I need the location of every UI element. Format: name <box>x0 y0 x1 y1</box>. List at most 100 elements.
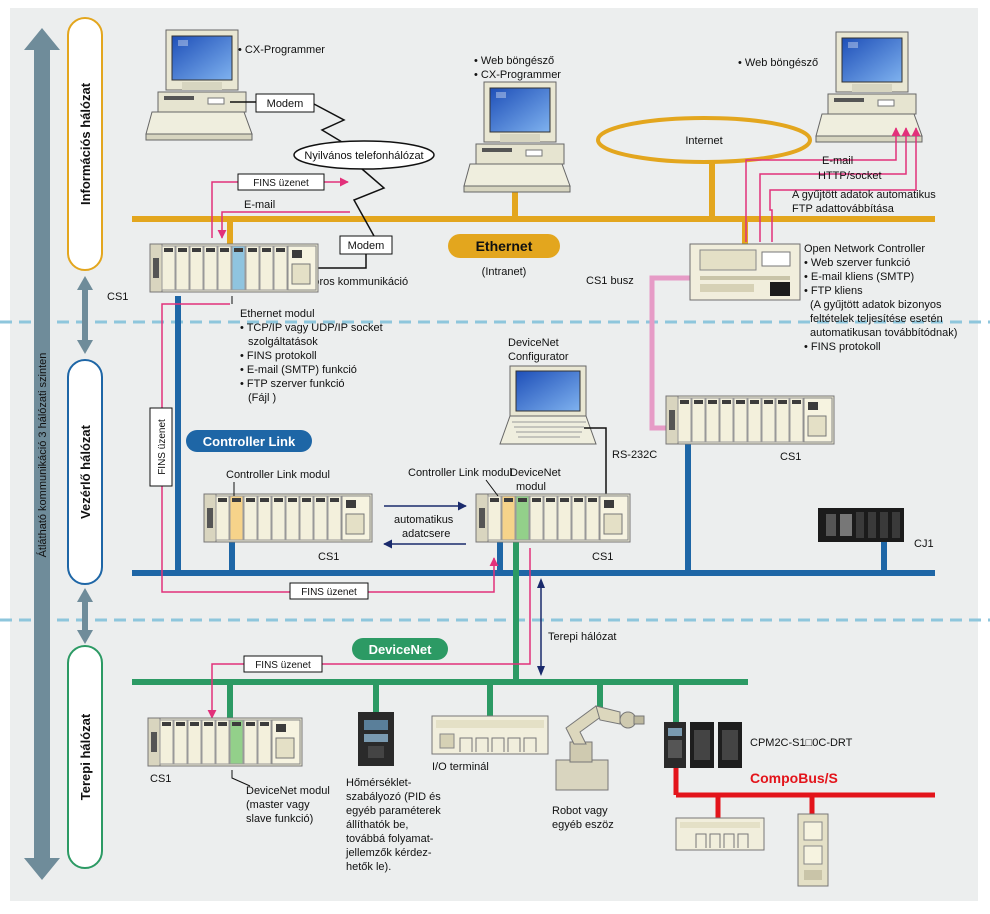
level-info-capsule <box>67 17 103 271</box>
serial-label: Soros kommunikáció <box>306 276 408 288</box>
controller-link-badge-label: Controller Link <box>203 434 296 449</box>
level-field-label: Terepi hálózat <box>78 713 93 800</box>
level-control-label: Vezérlő hálózat <box>78 424 93 519</box>
robot-label-1: Robot vagy <box>552 805 608 817</box>
cpm2c-label: CPM2C-S1□0C-DRT <box>750 737 853 749</box>
configurator-label-2: Configurator <box>508 351 569 363</box>
robot-label-2: egyéb eszöz <box>552 819 614 831</box>
dn-module-label-1: DeviceNet <box>510 467 561 479</box>
cs1-mid-label: CS1 <box>592 551 613 563</box>
cs1-right-label: CS1 <box>780 451 801 463</box>
devicenet-badge-label: DeviceNet <box>369 642 433 657</box>
level-field-capsule <box>67 645 103 869</box>
compobus-label: CompoBus/S <box>750 770 838 786</box>
onc-ftp-line <box>769 127 921 242</box>
cs1-top-label: CS1 <box>107 291 128 303</box>
onc-arrow-label-2: HTTP/socket <box>818 170 882 182</box>
controller-link-badge <box>186 430 312 452</box>
fins-msg-label-bottom: FINS üzenet <box>255 660 311 671</box>
fins-msg-box-top <box>237 173 325 191</box>
ethernet-module-desc: Ethernet modul • TCP/IP vagy UDP/IP sock… <box>240 308 383 404</box>
email-label-top: E-mail <box>244 199 275 211</box>
svg-text:• FINS protokoll: • FINS protokoll <box>240 350 317 362</box>
svg-text:• E-mail kliens (SMTP): • E-mail kliens (SMTP) <box>804 271 914 283</box>
pc2-label-2: • CX-Programmer <box>474 69 561 81</box>
cs1-plc-devicenet-master <box>475 493 631 543</box>
pc2-label-1: • Web böngésző <box>474 55 554 67</box>
fins-msg-box-middle <box>289 582 369 600</box>
svg-text:feltételek teljesítése esetén: feltételek teljesítése esetén <box>810 313 943 325</box>
level-link-arrow-1 <box>77 276 93 354</box>
cs1-left-label: CS1 <box>318 551 339 563</box>
configurator-label-1: DeviceNet <box>508 337 559 349</box>
fins-route-line <box>161 303 499 593</box>
phone-network <box>293 140 435 170</box>
pc3-label: • Web böngésző <box>738 57 818 69</box>
cs1-plc-controller-link <box>203 493 373 543</box>
temp-ctrl-desc: Hőmérséklet- szabályozó (PID és egyéb pa… <box>345 777 441 873</box>
onc-http-line <box>759 127 911 242</box>
compobus-terminal-1 <box>675 817 765 851</box>
rs232c-cable <box>584 427 607 518</box>
svg-text:jellemzők kérdez-: jellemzők kérdez- <box>345 847 432 859</box>
robot-arm <box>555 705 645 791</box>
phone-line-2 <box>352 168 386 237</box>
internet-label: Internet <box>685 135 722 147</box>
io-terminal <box>431 715 549 755</box>
transparency-axis-arrow <box>24 28 60 880</box>
open-network-controller <box>689 243 801 301</box>
fins-msg-label-vertical: FINS üzenet <box>157 419 168 475</box>
cl-module-pointer-mid <box>485 479 499 497</box>
fins-route-devicenet <box>207 548 531 719</box>
svg-text:Ethernet modul: Ethernet modul <box>240 308 315 320</box>
intranet-label: (Intranet) <box>482 266 527 278</box>
svg-text:• FTP kliens: • FTP kliens <box>804 285 863 297</box>
dn-module-label-2: modul <box>516 481 546 493</box>
fins-msg-box-bottom <box>243 655 323 673</box>
level-link-arrow-2 <box>77 588 93 644</box>
dn-module-pointer <box>231 770 251 787</box>
svg-text:Open Network Controller: Open Network Controller <box>804 243 925 255</box>
pc-devicenet-configurator <box>499 365 597 445</box>
temperature-controller <box>358 712 394 766</box>
svg-text:• FINS protokoll: • FINS protokoll <box>804 341 881 353</box>
rs232c-label: RS-232C <box>612 449 657 461</box>
modem-1-label: Modem <box>267 98 304 110</box>
svg-text:automatikusan továbbítódnak): automatikusan továbbítódnak) <box>810 327 957 339</box>
svg-text:szolgáltatások: szolgáltatások <box>248 336 318 348</box>
onc-email-line <box>745 127 901 242</box>
pc-web-browser-intranet <box>463 81 571 193</box>
svg-text:hetők le).: hetők le). <box>346 861 391 873</box>
svg-text:• TCP/IP vagy UDP/IP socket: • TCP/IP vagy UDP/IP socket <box>240 322 383 334</box>
fins-msg-label-middle: FINS üzenet <box>301 587 357 598</box>
internet-cloud <box>596 116 812 164</box>
cs1-plc-ethernet <box>149 243 319 293</box>
pc1-label: • CX-Programmer <box>238 44 325 56</box>
phone-line-1 <box>313 103 353 149</box>
devicenet-badge <box>352 638 448 660</box>
dn-module-desc: DeviceNet modul (master vagy slave funkc… <box>246 785 330 825</box>
cs1-bottom-label: CS1 <box>150 773 171 785</box>
email-line-top <box>217 211 350 239</box>
svg-text:(master vagy: (master vagy <box>246 799 310 811</box>
onc-arrow-label-3: A gyűjtött adatok automatikus <box>792 189 936 201</box>
svg-text:• E-mail (SMTP) funkció: • E-mail (SMTP) funkció <box>240 364 357 376</box>
onc-arrow-label-4: FTP adattovábbítása <box>792 203 895 215</box>
cpm2c-unit <box>664 722 742 768</box>
fins-msg-label-top: FINS üzenet <box>253 178 309 189</box>
cj1-label: CJ1 <box>914 538 934 550</box>
svg-text:szabályozó (PID és: szabályozó (PID és <box>346 791 441 803</box>
cs1-plc-devicenet-slave <box>147 717 303 767</box>
level-info-label: Információs hálózat <box>78 82 93 205</box>
field-net-label: Terepi hálózat <box>548 631 617 643</box>
auto-exchange-label-2: adatcsere <box>402 528 450 540</box>
svg-text:DeviceNet modul: DeviceNet modul <box>246 785 330 797</box>
svg-text:továbbá folyamat-: továbbá folyamat- <box>346 833 434 845</box>
svg-text:Hőmérséklet-: Hőmérséklet- <box>346 777 412 789</box>
onc-desc: Open Network Controller • Web szerver fu… <box>804 243 957 353</box>
cj1-plc <box>818 508 904 542</box>
io-terminal-label: I/O terminál <box>432 761 489 773</box>
compobus-terminal-2 <box>797 813 829 887</box>
svg-text:slave funkció): slave funkció) <box>246 813 313 825</box>
